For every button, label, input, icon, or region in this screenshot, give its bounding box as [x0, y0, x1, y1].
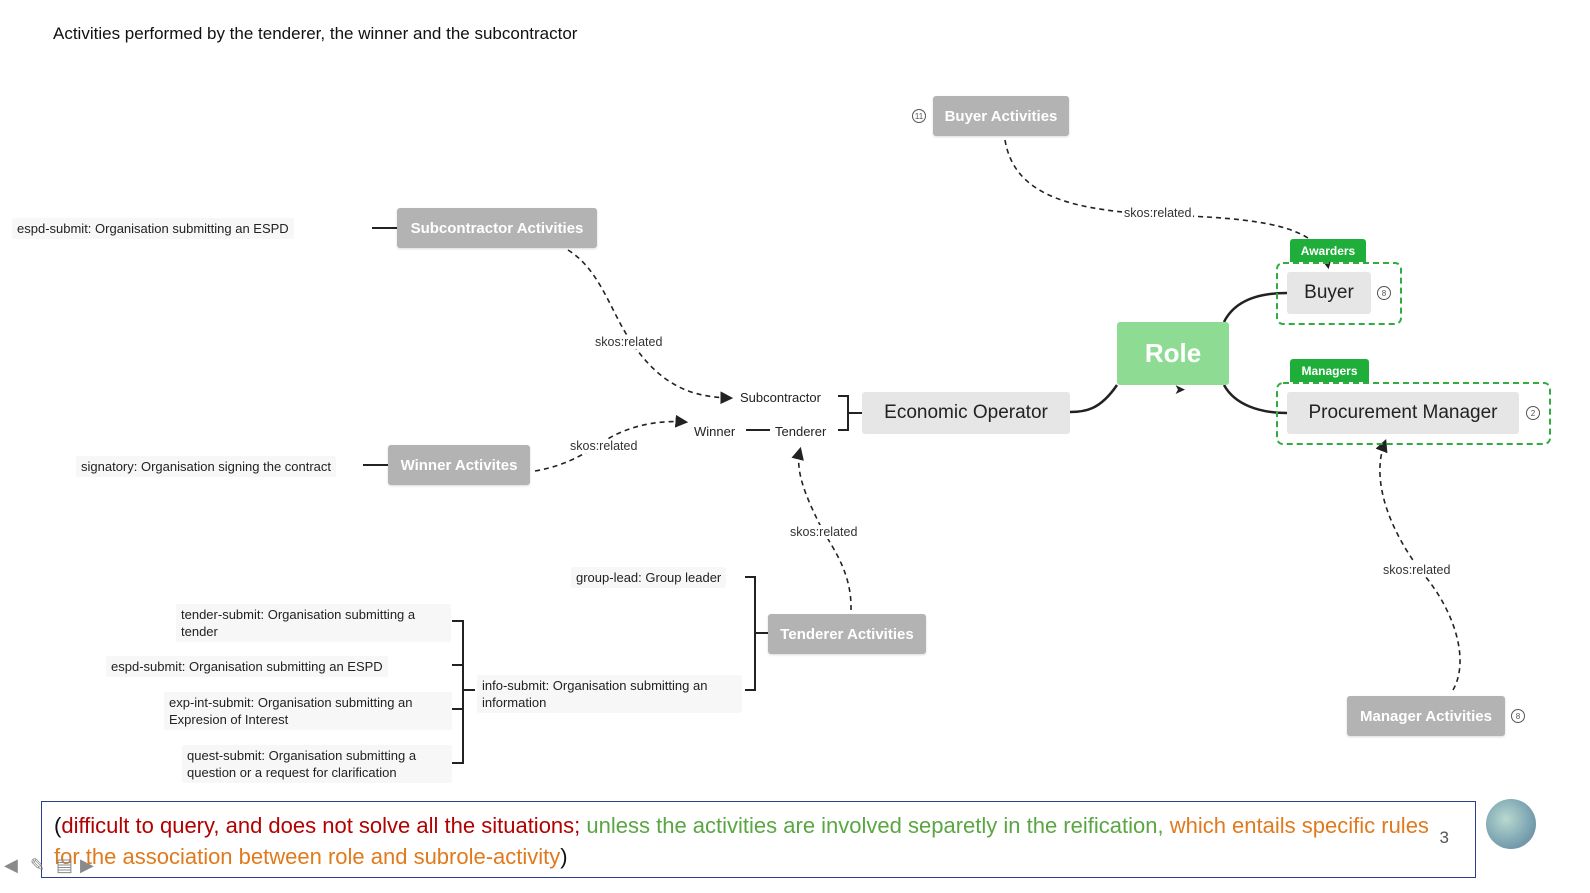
buyer-node[interactable]: Buyer: [1287, 272, 1371, 314]
presenter-avatar[interactable]: [1486, 799, 1536, 849]
relation-label-manager: skos:related: [1381, 563, 1453, 577]
note-part-difficult: difficult to query, and does not solve a…: [61, 813, 587, 838]
note-open-paren: (: [54, 813, 62, 838]
next-arrow-icon[interactable]: ▶: [80, 855, 94, 875]
relation-label-subcontractor: skos:related: [593, 335, 665, 349]
relation-label-winner: skos:related: [568, 439, 640, 453]
tenderer-activities-node[interactable]: Tenderer Activities: [768, 614, 926, 654]
relation-label-buyer: skos:related: [1122, 206, 1194, 220]
procurement-manager-node[interactable]: Procurement Manager: [1287, 392, 1519, 434]
winner-subrole[interactable]: Winner: [694, 424, 736, 439]
slide-navigation: ◀ ✎ ▤ ▶: [4, 855, 104, 879]
note-close-paren: ): [560, 844, 568, 869]
relation-label-tenderer: skos:related: [788, 525, 860, 539]
pen-icon[interactable]: ✎: [30, 855, 46, 875]
info-submit-leaf[interactable]: info-submit: Organisation submitting an …: [477, 675, 742, 713]
procurement-manager-count-badge[interactable]: 2: [1526, 406, 1540, 420]
manager-activities-count-badge[interactable]: 8: [1511, 709, 1525, 723]
role-node[interactable]: Role: [1117, 322, 1229, 385]
winner-activities-node[interactable]: Winner Activites: [388, 445, 530, 485]
espd-submit-leaf[interactable]: espd-submit: Organisation submitting an …: [106, 656, 388, 677]
subcontractor-subrole[interactable]: Subcontractor: [740, 390, 821, 405]
buyer-activities-node[interactable]: Buyer Activities: [933, 96, 1069, 136]
manager-activities-node[interactable]: Manager Activities: [1347, 696, 1505, 736]
exp-int-submit-leaf[interactable]: exp-int-submit: Organisation submitting …: [164, 692, 452, 730]
economic-operator-node[interactable]: Economic Operator: [862, 392, 1070, 434]
note-box: (difficult to query, and does not solve …: [41, 801, 1476, 878]
managers-tag[interactable]: Managers: [1290, 359, 1369, 382]
buyer-activities-count-badge[interactable]: 11: [912, 109, 926, 123]
note-part-unless: unless the activities are involved separ…: [586, 813, 1170, 838]
previous-arrow-icon[interactable]: ◀: [4, 855, 18, 875]
group-lead-leaf[interactable]: group-lead: Group leader: [571, 567, 727, 588]
tenderer-subrole[interactable]: Tenderer: [775, 424, 827, 439]
note-part-which: which entails specific rules for the ass…: [54, 813, 1429, 869]
tender-submit-leaf[interactable]: tender-submit: Organisation submitting a…: [176, 604, 451, 642]
slide-title: Activities performed by the tenderer, th…: [53, 24, 578, 43]
subcontractor-espd-leaf[interactable]: espd-submit: Organisation submitting an …: [12, 218, 294, 239]
subcontractor-activities-node[interactable]: Subcontractor Activities: [397, 208, 597, 248]
winner-signatory-leaf[interactable]: signatory: Organisation signing the cont…: [76, 456, 337, 477]
awarders-tag[interactable]: Awarders: [1290, 239, 1366, 262]
mouse-cursor-icon: ➤: [1174, 381, 1186, 397]
quest-submit-leaf[interactable]: quest-submit: Organisation submitting a …: [182, 745, 452, 783]
menu-icon[interactable]: ▤: [56, 855, 74, 875]
buyer-count-badge[interactable]: 8: [1377, 286, 1391, 300]
page-number: 3: [1439, 828, 1449, 847]
